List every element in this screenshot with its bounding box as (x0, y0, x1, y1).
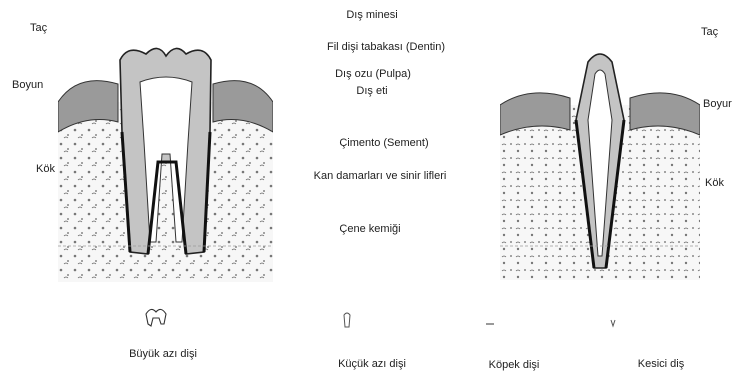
label-root-left: Kök (36, 163, 55, 175)
label-jawbone: Çene kemiği (339, 223, 400, 235)
canine-sketch-icon (484, 320, 496, 328)
label-pulp: Dış ozu (Pulpa) (335, 68, 411, 80)
label-nerves: Kan damarları ve sinir lifleri (314, 170, 447, 182)
label-incisor: Kesici diş (638, 358, 684, 370)
molar-cross-section (58, 42, 273, 282)
incisor-cross-section (500, 50, 700, 280)
premolar-sketch-icon (340, 311, 354, 331)
label-crown-left: Taç (30, 22, 47, 34)
label-neck-right: Boyur (703, 98, 732, 110)
label-neck-left: Boyun (12, 79, 43, 91)
label-enamel: Dış minesi (346, 9, 397, 21)
label-molar: Büyük azı dişi (129, 348, 197, 360)
label-dentin: Fil dişi tabakası (Dentin) (327, 41, 445, 53)
molar-sketch-icon (141, 304, 171, 334)
label-premolar: Küçük azı dişi (338, 358, 406, 370)
label-cementum: Çimento (Sement) (339, 137, 428, 149)
label-gum: Dış eti (356, 85, 387, 97)
label-root-right: Kök (705, 177, 724, 189)
incisor-sketch-icon (608, 318, 618, 328)
label-canine: Köpek dişi (489, 359, 540, 371)
label-crown-right: Taç (701, 26, 718, 38)
